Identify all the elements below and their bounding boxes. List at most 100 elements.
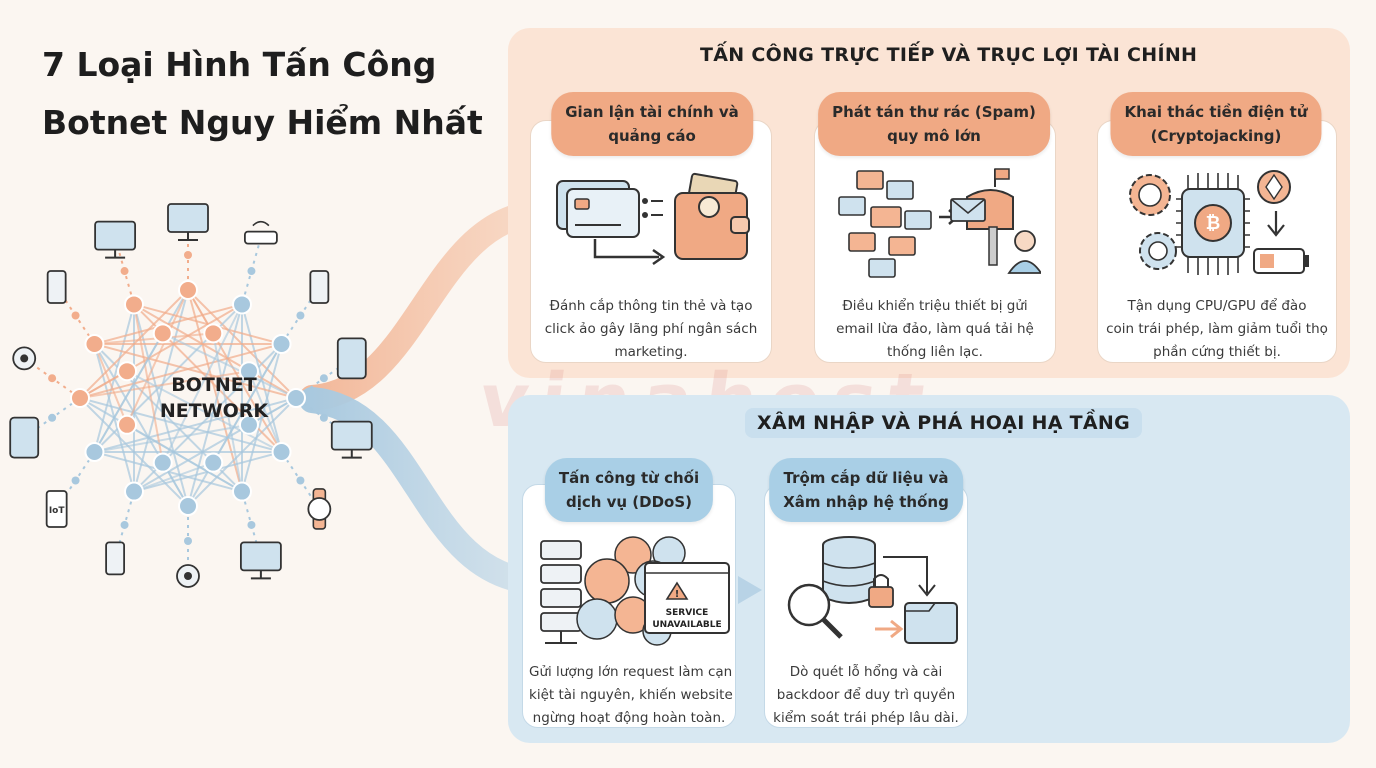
card-cryptojacking-title: Khai thác tiền điện tử (Cryptojacking) xyxy=(1110,92,1322,156)
network-link xyxy=(133,304,189,507)
card-cryptojacking-desc: Tận dụng CPU/GPU để đào coin trái phép, … xyxy=(1106,298,1328,360)
network-node xyxy=(232,294,252,315)
device-iot-icon: IoT xyxy=(45,490,68,528)
unavailable-text: UNAVAILABLE xyxy=(652,620,721,630)
device-phone-icon xyxy=(309,270,330,304)
data-theft-icon xyxy=(787,536,958,644)
credit-card-wallet-icon xyxy=(556,172,750,266)
device-monitor-icon xyxy=(94,220,137,259)
network-node xyxy=(152,452,173,473)
device-camera-icon xyxy=(176,564,200,588)
device-tablet-icon xyxy=(336,337,367,380)
network-link xyxy=(94,332,214,345)
svg-text:₿: ₿ xyxy=(1206,213,1221,234)
card-financial-fraud-desc: Đánh cắp thông tin thẻ và tạo click ảo g… xyxy=(544,298,758,360)
spam-mail-icon xyxy=(838,168,1041,278)
device-monitor-icon xyxy=(330,420,373,459)
device-monitor-icon xyxy=(239,541,282,580)
page-title-line1: 7 Loại Hình Tấn Công xyxy=(42,45,437,84)
link-dot xyxy=(71,476,80,485)
network-link xyxy=(133,303,297,399)
link-dot xyxy=(120,520,129,529)
network-nodes xyxy=(48,251,328,545)
link-dot xyxy=(296,476,305,485)
network-node xyxy=(203,452,224,473)
network-node xyxy=(271,334,292,354)
network-link xyxy=(93,332,164,453)
network-node xyxy=(178,496,198,516)
network-node xyxy=(238,361,259,382)
device-monitor-icon xyxy=(167,203,209,241)
ddos-server-icon: ! SERVICE UNAVAILABLE xyxy=(540,536,730,646)
network-link xyxy=(187,289,243,492)
network-node xyxy=(238,414,259,435)
iot-label: IoT xyxy=(49,506,66,516)
crypto-chip-icon: ₿ xyxy=(1129,170,1309,275)
card-data-theft: Dò quét lỗ hổng và cài backdoor để duy t… xyxy=(764,484,968,728)
card-ddos: ! SERVICE UNAVAILABLE Gửi lượng lớn requ… xyxy=(522,484,736,728)
botnet-label-line2: NETWORK xyxy=(159,400,269,422)
network-node xyxy=(84,442,105,462)
link-dot xyxy=(319,374,328,383)
network-node xyxy=(117,361,138,382)
card-spam-desc: Điều khiển triệu thiết bị gửi email lừa … xyxy=(836,298,1034,360)
device-tablet-icon xyxy=(9,416,40,459)
device-camera-icon xyxy=(12,346,37,371)
network-node xyxy=(84,334,105,354)
infrastructure-section-title: XÂM NHẬP VÀ PHÁ HOẠI HẠ TẦNG xyxy=(745,408,1143,438)
card-data-theft-title: Trộm cắp dữ liệu và Xâm nhập hệ thống xyxy=(769,458,963,522)
card-ddos-desc: Gửi lượng lớn request làm cạn kiệt tài n… xyxy=(529,664,733,726)
network-link xyxy=(93,343,128,426)
network-node xyxy=(232,481,252,502)
link-dot xyxy=(48,413,57,422)
network-link xyxy=(162,332,297,399)
card-ddos-title: Tấn công từ chối dịch vụ (DDoS) xyxy=(544,458,714,522)
link-dot xyxy=(319,413,328,422)
device-watch-icon xyxy=(307,488,332,530)
card-financial-fraud: Đánh cắp thông tin thẻ và tạo click ảo g… xyxy=(530,120,772,363)
page-title: 7 Loại Hình Tấn Công Botnet Nguy Hiểm Nh… xyxy=(42,36,502,152)
network-link xyxy=(187,304,243,507)
flow-arrow-icon xyxy=(738,576,762,604)
financial-section-title: TẤN CÔNG TRỰC TIẾP VÀ TRỤC LỢI TÀI CHÍNH xyxy=(700,44,1198,66)
network-node xyxy=(124,481,144,502)
network-node xyxy=(271,442,292,462)
link-dot xyxy=(184,251,192,259)
network-link xyxy=(133,304,164,463)
network-link xyxy=(212,343,283,464)
device-phone-icon xyxy=(46,270,67,304)
botnet-network-label: BOTNET NETWORK xyxy=(148,372,280,424)
network-link xyxy=(126,370,282,453)
card-spam: Điều khiển triệu thiết bị gửi email lừa … xyxy=(814,120,1056,363)
card-financial-fraud-title: Gian lận tài chính và quảng cáo xyxy=(551,92,753,156)
network-node xyxy=(286,388,306,408)
network-link xyxy=(161,304,243,464)
network-node xyxy=(152,323,173,344)
service-text: SERVICE xyxy=(666,608,709,618)
network-node xyxy=(70,388,90,408)
network-link xyxy=(126,289,189,426)
blue-flow-stream xyxy=(299,387,553,595)
link-dot xyxy=(296,311,305,320)
network-link xyxy=(133,289,189,492)
network-node xyxy=(124,294,144,315)
link-dot xyxy=(247,520,256,529)
link-dot xyxy=(247,267,256,276)
orange-flow-stream xyxy=(299,199,558,411)
botnet-label-line1: BOTNET xyxy=(171,374,257,396)
network-link xyxy=(126,423,243,493)
card-cryptojacking: ₿ Tận dụng CPU/GPU để đào coin trái phép… xyxy=(1097,120,1337,363)
card-data-theft-desc: Dò quét lỗ hổng và cài backdoor để duy t… xyxy=(773,664,959,726)
link-dot xyxy=(48,374,57,383)
card-spam-title: Phát tán thư rác (Spam) quy mô lớn xyxy=(818,92,1050,156)
svg-text:!: ! xyxy=(675,589,680,600)
device-phone-icon xyxy=(105,541,126,576)
network-node xyxy=(117,414,138,435)
link-dot xyxy=(184,537,192,545)
link-dot xyxy=(71,311,80,320)
page-title-line2: Botnet Nguy Hiểm Nhất xyxy=(42,103,483,142)
network-link xyxy=(79,370,250,399)
link-dot xyxy=(120,267,129,276)
network-node xyxy=(178,280,198,300)
